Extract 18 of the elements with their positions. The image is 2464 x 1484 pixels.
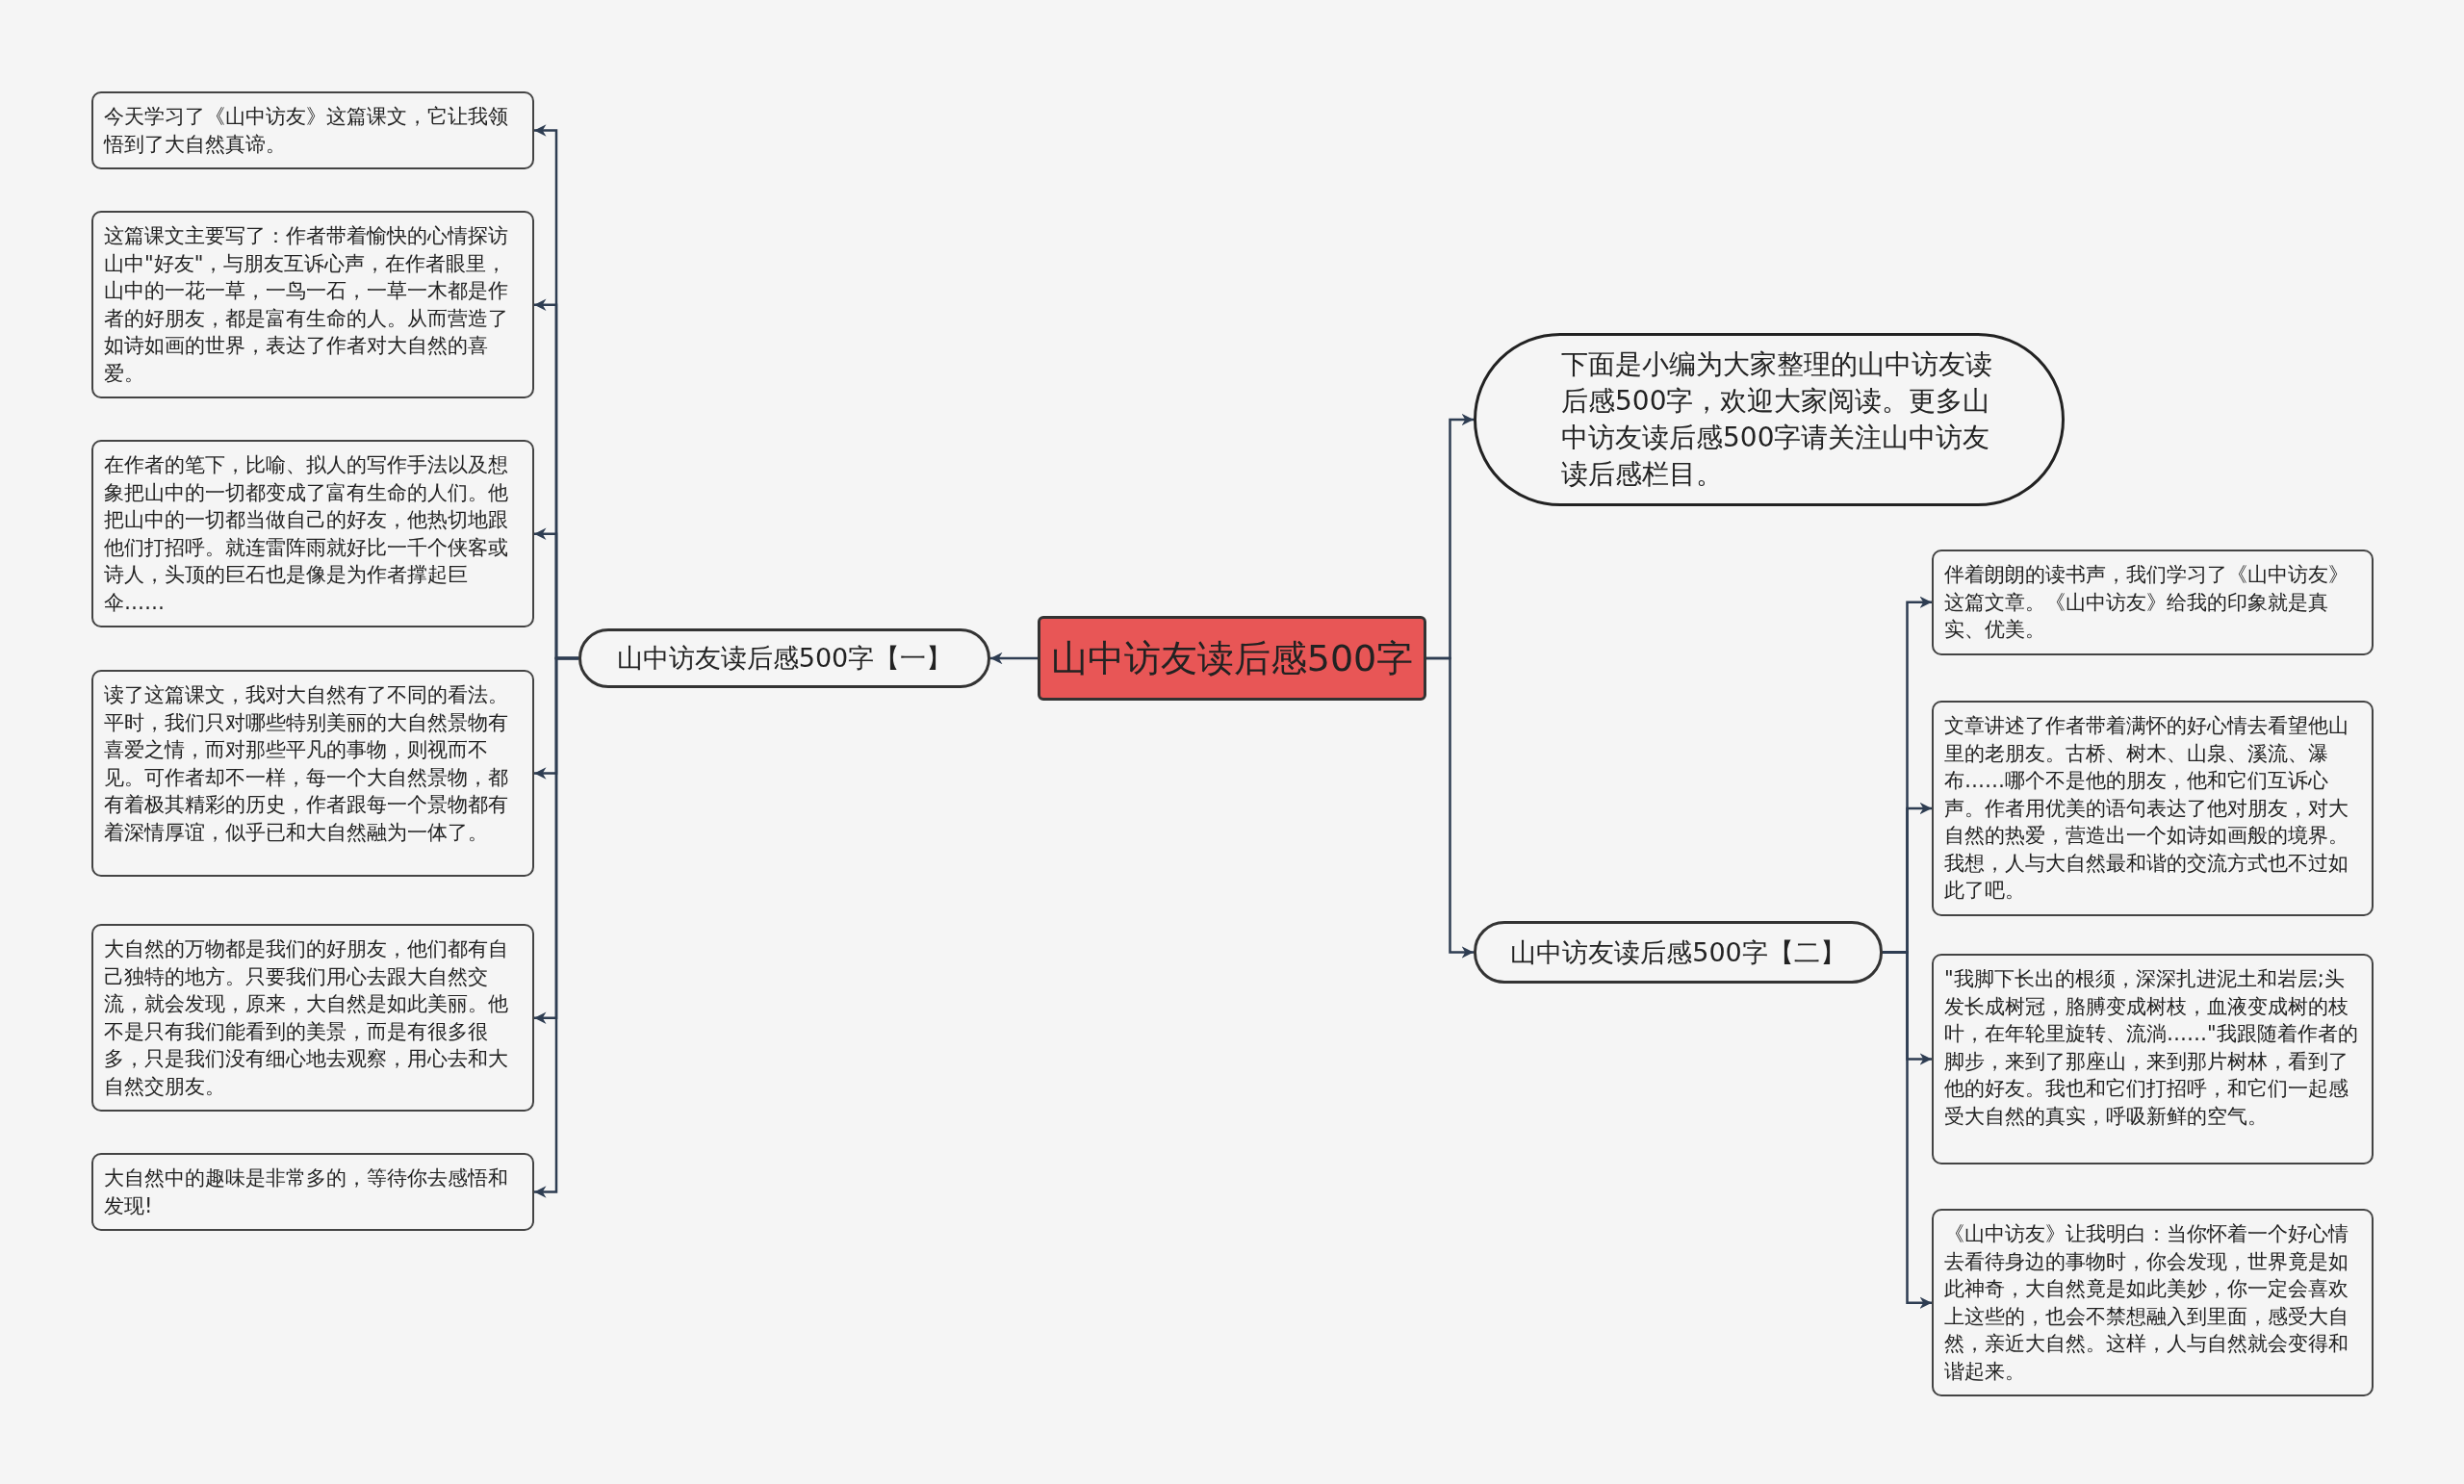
topic-box: 山中访友读后感500字【一】 (578, 628, 990, 688)
text-box: 大自然的万物都是我们的好朋友，他们都有自己独特的地方。只要我们用心去跟大自然交流，就会发现，原来，大自然是如此美丽。他不是只有我们能看到的美景，而是有很多很多，只是我们没有细心地去观察，用心去和大自然交朋友。 (91, 924, 534, 1113)
text-box: 伴着朗朗的读书声，我们学习了《山中访友》这篇文章。《山中访友》给我的印象就是真实、优美。 (1932, 550, 2374, 655)
connector-arrow (534, 656, 578, 1198)
text-box: 今天学习了《山中访友》这篇课文，它让我领悟到了大自然真谛。 (91, 91, 534, 170)
central-topic-box: 山中访友读后感500字 (1038, 616, 1426, 701)
text-box: 这篇课文主要写了：作者带着愉快的心情探访山中"好友"，与朋友互诉心声，在作者眼里，山中的一花一草，一鸟一石，一草一木都是作者的好朋友，都是富有生命的人。从而营造了如诗如画的世界，表达了作者对大自然的喜爱。 (91, 211, 534, 399)
topic-box: 山中访友读后感500字【二】 (1474, 921, 1883, 984)
note-bubble: 下面是小编为大家整理的山中访友读后感500字，欢迎大家阅读。更多山中访友读后感500字请关注山中访友读后感栏目。 (1474, 333, 2065, 506)
connector-arrow (1426, 656, 1474, 959)
text-box: 《山中访友》让我明白：当你怀着一个好心情去看待身边的事物时，你会发现，世界竟是如此神奇，大自然竟是如此美妙，你一定会喜欢上这些的，也会不禁想融入到里面，感受大自然，亲近大自然。这样，人与自然就会变得和谐起来。 (1932, 1209, 2374, 1397)
text-box: 读了这篇课文，我对大自然有了不同的看法。平时，我们只对哪些特别美丽的大自然景物有喜爱之情，而对那些平凡的事物，则视而不见。可作者却不一样，每一个大自然景物，都有着极其精彩的历史，作者跟每一个景物都有着深情厚谊，似乎已和大自然融为一体了。 (91, 670, 534, 877)
connector-arrow (1883, 951, 1932, 1309)
connector-arrow (990, 652, 1038, 665)
text-box: "我脚下长出的根须，深深扎进泥土和岩层;头发长成树冠，胳膊变成树枝，血液变成树的枝叶，在年轮里旋转、流淌……"我跟随着作者的脚步，来到了那座山，来到那片树林，看到了他的好友。我也和它们打招呼，和它们一起感受大自然的真实，呼吸新鲜的空气。 (1932, 954, 2374, 1164)
text-box: 大自然中的趣味是非常多的，等待你去感悟和发现! (91, 1153, 534, 1232)
text-box: 文章讲述了作者带着满怀的好心情去看望他山里的老朋友。古桥、树木、山泉、溪流、瀑布……哪个不是他的朋友，他和它们互诉心声。作者用优美的语句表达了他对朋友，对大自然的热爱，营造出一个如诗如画般的境界。我想，人与大自然最和谐的交流方式也不过如此了吧。 (1932, 701, 2374, 916)
text-box: 在作者的笔下，比喻、拟人的写作手法以及想象把山中的一切都变成了富有生命的人们。他把山中的一切都当做自己的好友，他热切地跟他们打招呼。就连雷阵雨就好比一千个侠客或诗人，头顶的巨石也是像是为作者撑起巨伞…… (91, 440, 534, 628)
